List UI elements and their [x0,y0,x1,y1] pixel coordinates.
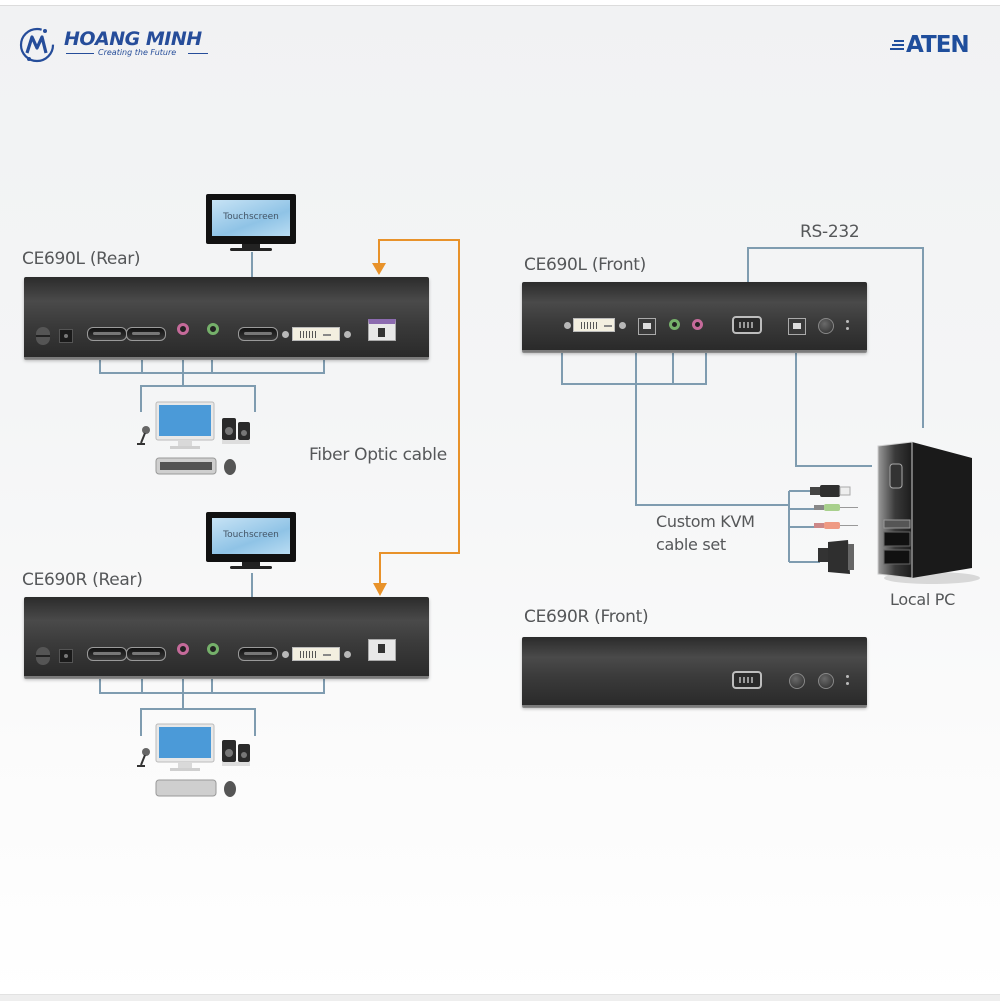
power-switch[interactable] [36,647,50,665]
remote-console-devices [134,720,264,802]
dvi-screw-right [344,651,351,658]
aten-logo: ATEN [890,32,970,58]
usb-b-port [638,318,656,335]
custom-kvm-label-line1: Custom KVM [656,512,755,531]
rs232-label: RS-232 [800,222,860,242]
led-2 [846,682,849,685]
usb-plug-icon [810,485,851,497]
local-console-devices [134,398,264,480]
local-pc [872,438,980,586]
led-1 [846,675,849,678]
fiber-arrow-top-icon [372,263,386,275]
monitor-icon [155,723,215,771]
push-button-2[interactable] [818,673,834,689]
tagline-rule-right [188,53,208,54]
hdmi-touchscreen-port [238,647,278,661]
microphone-icon [137,748,150,767]
mouse-icon [224,781,236,797]
console-devices-icon [137,723,250,797]
pc-tower-icon [877,441,980,584]
dvi-screw-right [344,331,351,338]
touchscreen-monitor-r: Touchscreen [206,512,298,572]
dc-in-port [59,329,73,343]
console-devices-icon [137,401,250,475]
company-tagline: Creating the Future [98,48,177,57]
mouse-icon [224,459,236,475]
ce690l-front-panel [522,282,867,352]
speakers-icon [222,740,250,766]
push-button-1[interactable] [789,673,805,689]
microphone-icon [137,426,150,445]
dvi-plug-icon [818,540,854,574]
dc-in-port [59,649,73,663]
dvi-screw-left [564,322,571,329]
speaker-jack [669,319,680,330]
dvi-screw-left [282,651,289,658]
company-name: HOANG MINH [64,28,202,50]
mic-jack [177,643,189,655]
dvi-screw-left [282,331,289,338]
power-switch[interactable] [36,327,50,345]
led-2 [846,327,849,330]
ce690r-rear-label: CE690R (Rear) [22,570,143,590]
bottom-border [0,994,1000,1001]
ce690r-front-panel [522,637,867,707]
hdmi-output-port-1 [87,327,127,341]
speaker-jack [207,323,219,335]
ce690r-rear-panel [24,597,429,678]
hdmi-output-port-2 [126,327,166,341]
mic-jack [177,323,189,335]
dvi-screw-right [619,322,626,329]
ce690r-front-label: CE690R (Front) [524,607,649,627]
keyboard-icon [155,779,217,797]
hoang-minh-emblem-icon [19,27,55,63]
keyboard-icon [155,457,217,475]
dvi-port [292,647,340,661]
hdmi-output-port-1 [87,647,127,661]
usb-b-port-2 [788,318,806,335]
push-button[interactable] [818,318,834,334]
ce690l-rear-panel [24,277,429,359]
monitor-icon [155,401,215,449]
aten-speed-lines-icon [890,40,904,50]
ce690l-rear-label: CE690L (Rear) [22,249,141,269]
ce690l-front-label: CE690L (Front) [524,255,646,275]
touchscreen-monitor-l: Touchscreen [206,194,298,254]
rs232-port [732,671,762,689]
custom-kvm-cable-set [810,484,860,576]
hdmi-touchscreen-port [238,327,278,341]
local-pc-label: Local PC [890,590,955,609]
custom-kvm-label-line2: cable set [656,535,726,554]
led-1 [846,320,849,323]
fiber-port [368,319,396,341]
hdmi-output-port-2 [126,647,166,661]
speakers-icon [222,418,250,444]
touchscreen-label: Touchscreen [223,212,279,222]
top-border [0,0,1000,6]
fiber-optic-cable-label: Fiber Optic cable [309,445,447,465]
fiber-arrow-bottom-icon [373,583,387,596]
hoang-minh-logo: HOANG MINH Creating the Future [18,26,218,66]
mic-jack [692,319,703,330]
aten-wordmark: ATEN [906,32,970,58]
dvi-port [292,327,340,341]
kvm-cable-connectors-icon [810,485,858,574]
rs232-port [732,316,762,334]
speaker-jack [207,643,219,655]
fiber-port [368,639,396,661]
audio-plug-pink-icon [814,522,858,529]
audio-plug-green-icon [814,504,858,511]
touchscreen-label: Touchscreen [223,530,279,540]
tagline-rule-left [66,53,94,54]
dvi-port [573,318,615,332]
